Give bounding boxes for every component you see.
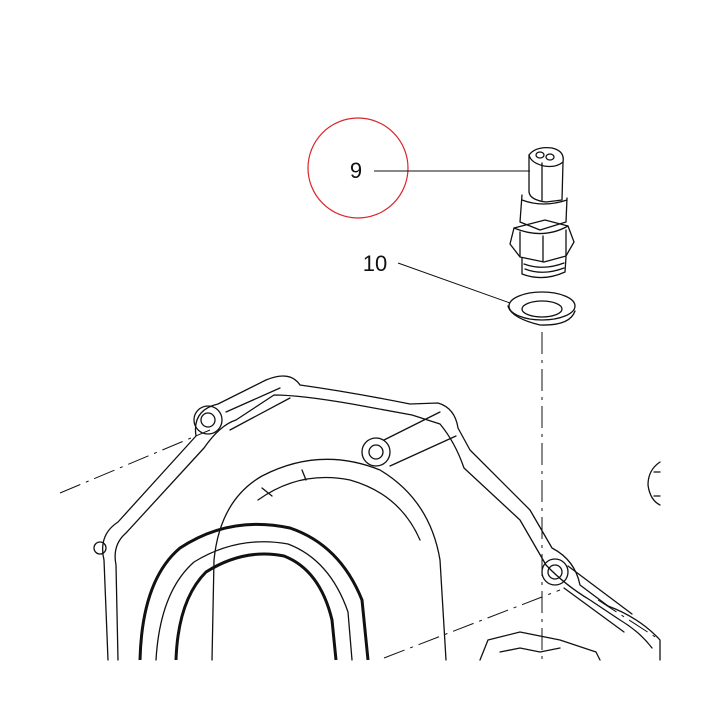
sensor-part[interactable] (509, 147, 575, 279)
washer-part[interactable] (507, 291, 576, 326)
callout-10-label[interactable]: 10 (363, 251, 387, 276)
section-line-left (59, 429, 211, 494)
section-line-right (597, 599, 661, 641)
callout-10-leader (397, 262, 511, 304)
callout-9-label[interactable]: 9 (350, 158, 362, 183)
section-line-bottom (383, 589, 561, 659)
seal-ring (138, 522, 370, 661)
highlight-circle (307, 117, 409, 219)
housing-outline (93, 375, 661, 661)
